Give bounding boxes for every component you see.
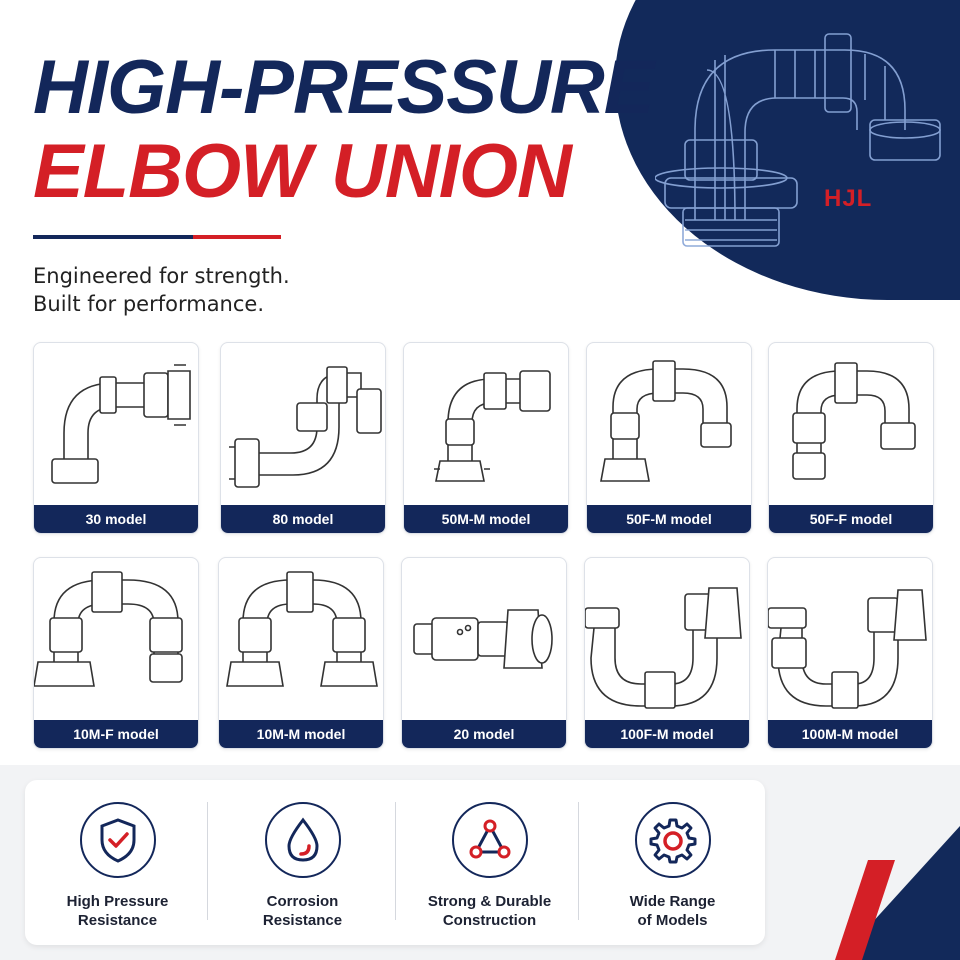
model-card-10m-m[interactable]: 10M-M model <box>218 557 384 749</box>
feature-title-line2: Resistance <box>262 912 343 929</box>
model-card-100m-m[interactable]: 100M-M model <box>767 557 933 749</box>
s-bend-icon <box>768 589 927 709</box>
feature-divider <box>207 802 208 920</box>
triangle-nodes-icon <box>469 819 511 859</box>
model-label: 100M-M model <box>768 720 932 748</box>
elbow-double-icon <box>229 366 382 488</box>
model-label: 100F-M model <box>585 720 749 748</box>
elbow-180-nut-icon <box>600 360 732 482</box>
feature-title-line1: Strong & Durable <box>427 893 552 910</box>
straight-swivel-icon <box>413 609 553 669</box>
model-card-30[interactable]: 30 model <box>33 342 199 534</box>
elbow-90-nut-icon <box>434 370 551 482</box>
model-label: 20 model <box>402 720 566 748</box>
model-label: 10M-F model <box>34 720 198 748</box>
feature-title-line2: Resistance <box>77 912 158 929</box>
tagline: Engineered for strength. Built for perfo… <box>33 262 290 318</box>
feature-divider <box>395 802 396 920</box>
feature-strong-durable: Strong & Durable Construction <box>397 780 582 945</box>
feature-title-line1: Wide Range <box>629 893 716 910</box>
elbow-90-icon <box>51 364 191 484</box>
s-bend-nut-icon <box>585 587 742 709</box>
feature-divider <box>578 802 579 920</box>
model-card-50f-m[interactable]: 50F-M model <box>586 342 752 534</box>
model-card-80[interactable]: 80 model <box>220 342 386 534</box>
title-rule-navy <box>33 235 193 239</box>
feature-title-line1: High Pressure <box>66 893 169 910</box>
model-card-10m-f[interactable]: 10M-F model <box>33 557 199 749</box>
model-label: 10M-M model <box>219 720 383 748</box>
model-label: 50F-F model <box>769 505 933 533</box>
elbow-180-icon <box>792 362 916 480</box>
water-drop-icon <box>287 817 319 862</box>
model-label: 50F-M model <box>587 505 751 533</box>
model-card-20[interactable]: 20 model <box>401 557 567 749</box>
tagline-line2: Built for performance. <box>33 292 265 316</box>
gear-icon <box>649 818 697 864</box>
features-panel: High Pressure Resistance Corrosion Resis… <box>25 780 765 945</box>
model-label: 50M-M model <box>404 505 568 533</box>
page-title-line1: HIGH-PRESSURE <box>33 45 654 130</box>
feature-wide-range: Wide Range of Models <box>580 780 765 945</box>
elbow-wireframe-icon <box>655 33 941 247</box>
title-rule-red <box>193 235 281 239</box>
model-card-50m-m[interactable]: 50M-M model <box>403 342 569 534</box>
u-bend-two-nut-icon <box>226 571 378 687</box>
tagline-line1: Engineered for strength. <box>33 264 290 288</box>
feature-title-line2: Construction <box>442 912 537 929</box>
feature-high-pressure: High Pressure Resistance <box>25 780 210 945</box>
u-bend-nut-icon <box>34 571 183 687</box>
page-title-line2: ELBOW UNION <box>33 129 572 214</box>
feature-title-line1: Corrosion <box>266 893 339 910</box>
shield-check-icon <box>100 818 136 863</box>
model-card-100f-m[interactable]: 100F-M model <box>584 557 750 749</box>
model-card-50f-f[interactable]: 50F-F model <box>768 342 934 534</box>
feature-title-line2: of Models <box>637 912 708 929</box>
brand-logo: HJL <box>824 185 873 212</box>
model-label: 30 model <box>34 505 198 533</box>
feature-corrosion: Corrosion Resistance <box>210 780 395 945</box>
model-label: 80 model <box>221 505 385 533</box>
